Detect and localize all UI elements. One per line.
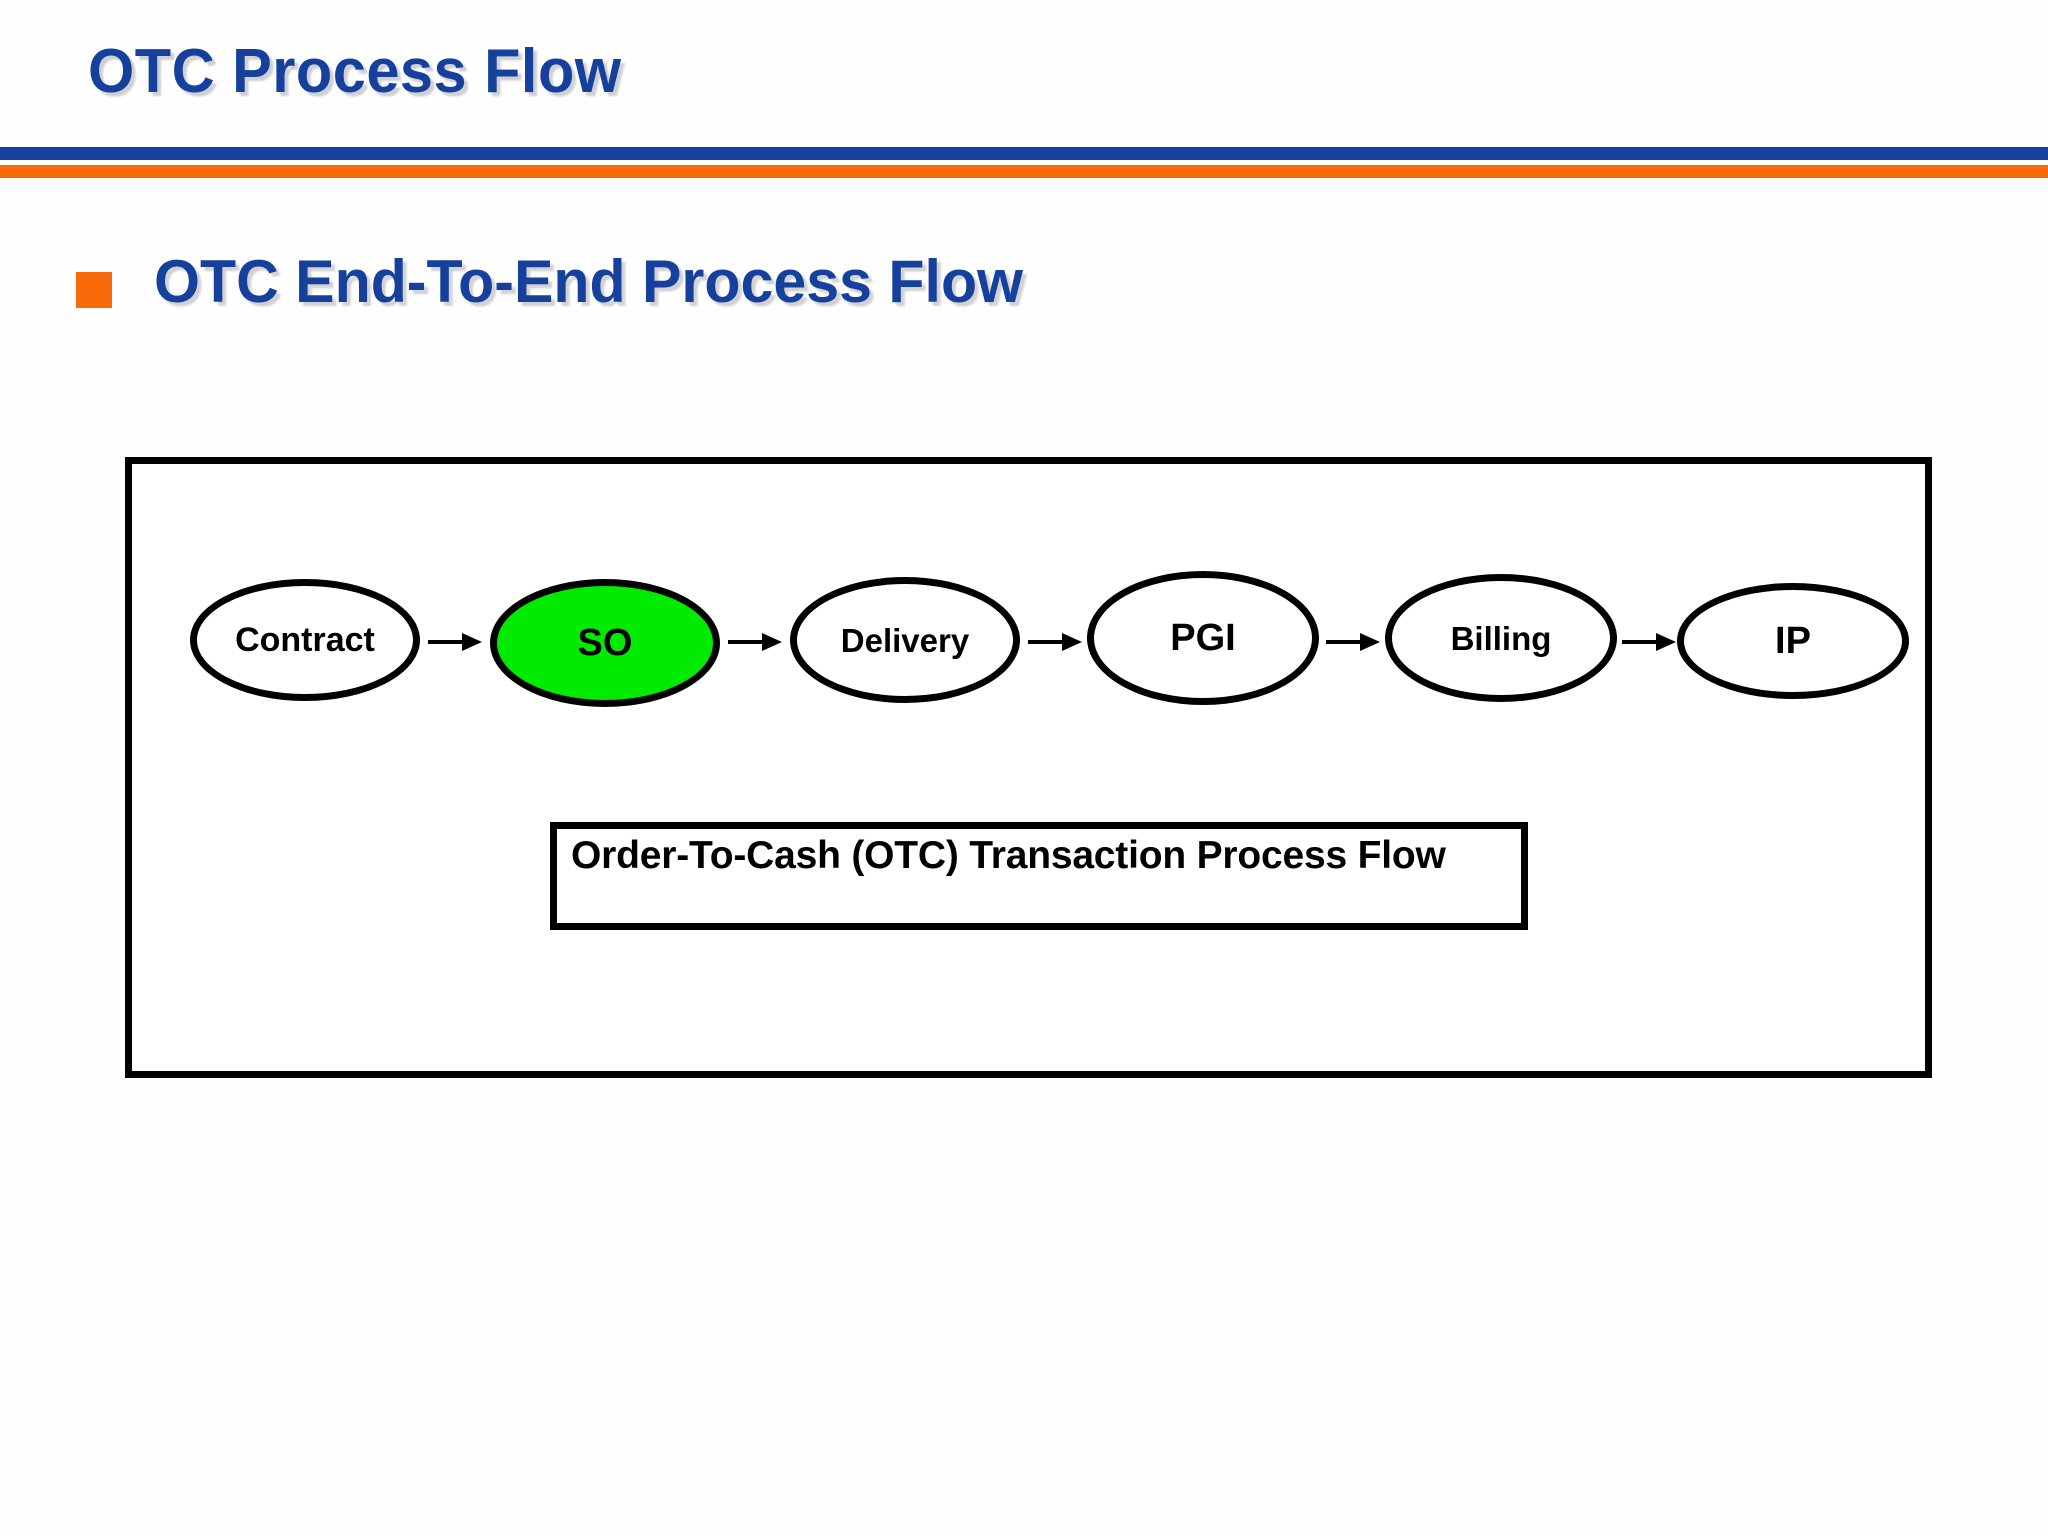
process-node-label: Billing [1450, 619, 1552, 657]
process-node-pgi[interactable]: PGI [1087, 571, 1319, 705]
divider-rule-blue [0, 147, 2048, 160]
bullet-heading-row: OTC End-To-End Process Flow [76, 250, 1036, 313]
process-node-ip[interactable]: IP [1677, 583, 1909, 699]
arrow-right-icon [1622, 629, 1676, 655]
process-node-label: Contract [235, 621, 375, 659]
orange-square-bullet-icon [76, 272, 112, 308]
process-node-label: Delivery [840, 621, 970, 659]
process-node-label: SO [577, 622, 633, 664]
process-flow-node-row: Contract SO Delivery [132, 567, 1925, 707]
diagram-caption-box: Order-To-Cash (OTC) Transaction Process … [550, 822, 1528, 930]
arrow-right-icon [1028, 629, 1082, 655]
process-node-contract[interactable]: Contract [190, 579, 420, 701]
divider-rule-orange [0, 165, 2048, 178]
process-node-delivery[interactable]: Delivery [790, 577, 1020, 703]
process-node-so[interactable]: SO [490, 579, 720, 707]
process-node-billing[interactable]: Billing [1385, 574, 1617, 702]
process-flow-diagram: Contract SO Delivery [125, 457, 1932, 1078]
arrow-right-icon [728, 629, 782, 655]
arrow-right-icon [1326, 629, 1380, 655]
arrow-right-icon [428, 629, 482, 655]
page-title: OTC Process Flow [88, 37, 622, 106]
process-node-label: PGI [1170, 617, 1236, 659]
diagram-caption-label: Order-To-Cash (OTC) Transaction Process … [571, 834, 1446, 877]
bullet-heading-label: OTC End-To-End Process Flow [154, 248, 1024, 315]
process-node-label: IP [1775, 620, 1811, 662]
